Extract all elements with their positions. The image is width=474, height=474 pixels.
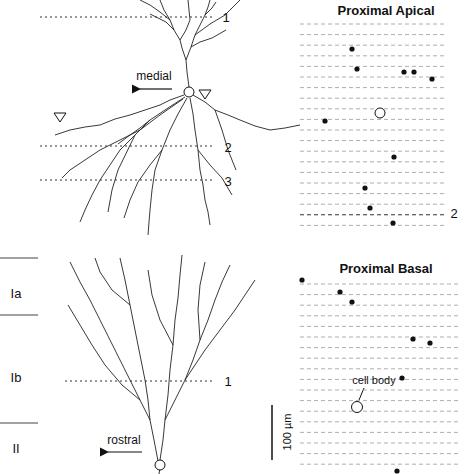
synapse-dot: [411, 69, 416, 74]
section-row: [300, 358, 460, 359]
synapse-dot: [391, 154, 396, 159]
section-row: [300, 140, 447, 141]
synapse-dot: [337, 289, 342, 294]
synapse-dot: [354, 66, 359, 71]
section-row: [300, 305, 460, 306]
panel-heading: Proximal Basal: [339, 261, 432, 276]
section-row: [300, 87, 447, 88]
section-row: [300, 204, 447, 205]
panel-heading: Proximal Apical: [337, 3, 434, 18]
section-number: 2: [450, 206, 457, 221]
section-row: [300, 347, 460, 348]
section-row: [300, 432, 460, 433]
section-row: [300, 225, 447, 226]
direction-arrow: [140, 88, 172, 89]
soma-circle: [184, 87, 194, 97]
synapse-dot: [399, 375, 404, 380]
section-row: [300, 161, 447, 162]
soma-marker: [375, 108, 385, 118]
section-row: [300, 284, 460, 285]
section-row: [300, 55, 447, 56]
synapse-dot: [427, 340, 432, 345]
section-row: [300, 294, 460, 295]
section-row: [300, 400, 460, 401]
section-row: [300, 368, 460, 369]
synapse-dot: [362, 185, 367, 190]
synapse-dot: [299, 277, 304, 282]
section-row: [300, 453, 460, 454]
section-row: [300, 193, 447, 194]
layer-boundaries: [0, 258, 38, 423]
section-row: [300, 24, 447, 25]
section-row: [300, 421, 460, 422]
soma-marker: [352, 402, 363, 413]
section-row: [300, 130, 447, 131]
section-row: [300, 214, 447, 215]
section-row: [300, 172, 447, 173]
synapse-dot: [349, 46, 354, 51]
section-number: 3: [224, 174, 231, 189]
section-row: [300, 464, 460, 465]
marker-triangle: [54, 113, 66, 122]
direction-label: rostral: [107, 433, 140, 448]
synapse-plots: [299, 24, 460, 474]
direction-arrow: [108, 451, 142, 452]
synapse-dot: [390, 220, 395, 225]
layer-label: Ib: [11, 370, 22, 385]
layer-label: Ia: [11, 286, 22, 301]
section-lines: [40, 17, 215, 381]
section-number: 2: [224, 140, 231, 155]
section-row: [300, 66, 447, 67]
synapse-dot: [401, 69, 406, 74]
section-row: [300, 411, 460, 412]
section-row: [300, 119, 447, 120]
pyramidal-dendrites: [68, 255, 255, 474]
synapse-dot: [410, 336, 415, 341]
section-row: [300, 98, 447, 99]
layer-label: II: [12, 441, 19, 456]
section-row: [300, 315, 460, 316]
section-row: [300, 443, 460, 444]
scale-bar: [271, 405, 273, 460]
synapse-dot: [367, 205, 372, 210]
synapse-dot: [394, 468, 399, 473]
callout-label: cell body: [352, 373, 395, 388]
section-row: [300, 34, 447, 35]
section-number: 1: [222, 10, 229, 25]
section-row: [300, 390, 460, 391]
basal-dendrites: [55, 95, 300, 235]
synapse-dot: [322, 118, 327, 123]
synapse-dot: [429, 76, 434, 81]
soma-circle: [155, 460, 165, 470]
scale-label: 100 µm: [280, 414, 295, 451]
section-row: [300, 151, 447, 152]
section-number: 1: [224, 374, 231, 389]
section-row: [300, 108, 447, 109]
marker-triangle: [199, 90, 211, 99]
section-row: [300, 183, 447, 184]
section-row: [300, 77, 447, 78]
section-row: [300, 326, 460, 327]
section-row: [300, 45, 447, 46]
synapse-dot: [349, 299, 354, 304]
section-row: [300, 337, 460, 338]
direction-label: medial: [136, 69, 171, 84]
